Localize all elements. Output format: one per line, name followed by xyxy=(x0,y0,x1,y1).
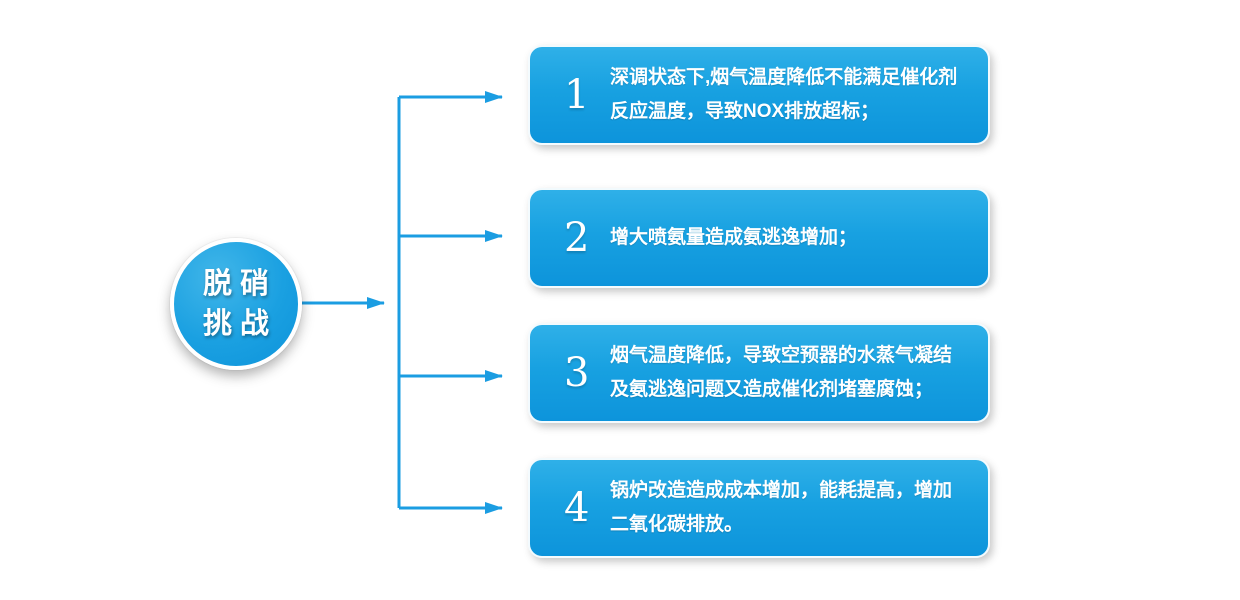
item-number: 1 xyxy=(564,72,590,118)
item-number: 2 xyxy=(564,215,590,261)
challenge-card-2: 2 增大喷氨量造成氨逃逸增加； xyxy=(528,188,990,288)
item-number: 3 xyxy=(564,350,590,396)
item-text: 锅炉改造造成成本增加，能耗提高，增加 二氧化碳排放。 xyxy=(610,480,953,535)
challenge-card-1: 1 深调状态下,烟气温度降低不能满足催化剂 反应温度，导致NOX排放超标； xyxy=(528,45,990,145)
hub-label-line1: 脱硝 xyxy=(202,268,277,300)
challenge-card-4: 4 锅炉改造造成成本增加，能耗提高，增加 二氧化碳排放。 xyxy=(528,458,990,558)
hub-label-line2: 挑战 xyxy=(202,308,277,340)
challenge-card-3: 3 烟气温度降低，导致空预器的水蒸气凝结 及氨逃逸问题又造成催化剂堵塞腐蚀； xyxy=(528,323,990,423)
item-text: 深调状态下,烟气温度降低不能满足催化剂 反应温度，导致NOX排放超标； xyxy=(610,67,958,122)
hub-circle: 脱硝 挑战 xyxy=(170,238,302,370)
item-text: 烟气温度降低，导致空预器的水蒸气凝结 及氨逃逸问题又造成催化剂堵塞腐蚀； xyxy=(610,345,953,400)
item-number: 4 xyxy=(564,485,590,531)
item-text: 增大喷氨量造成氨逃逸增加； xyxy=(610,227,858,248)
